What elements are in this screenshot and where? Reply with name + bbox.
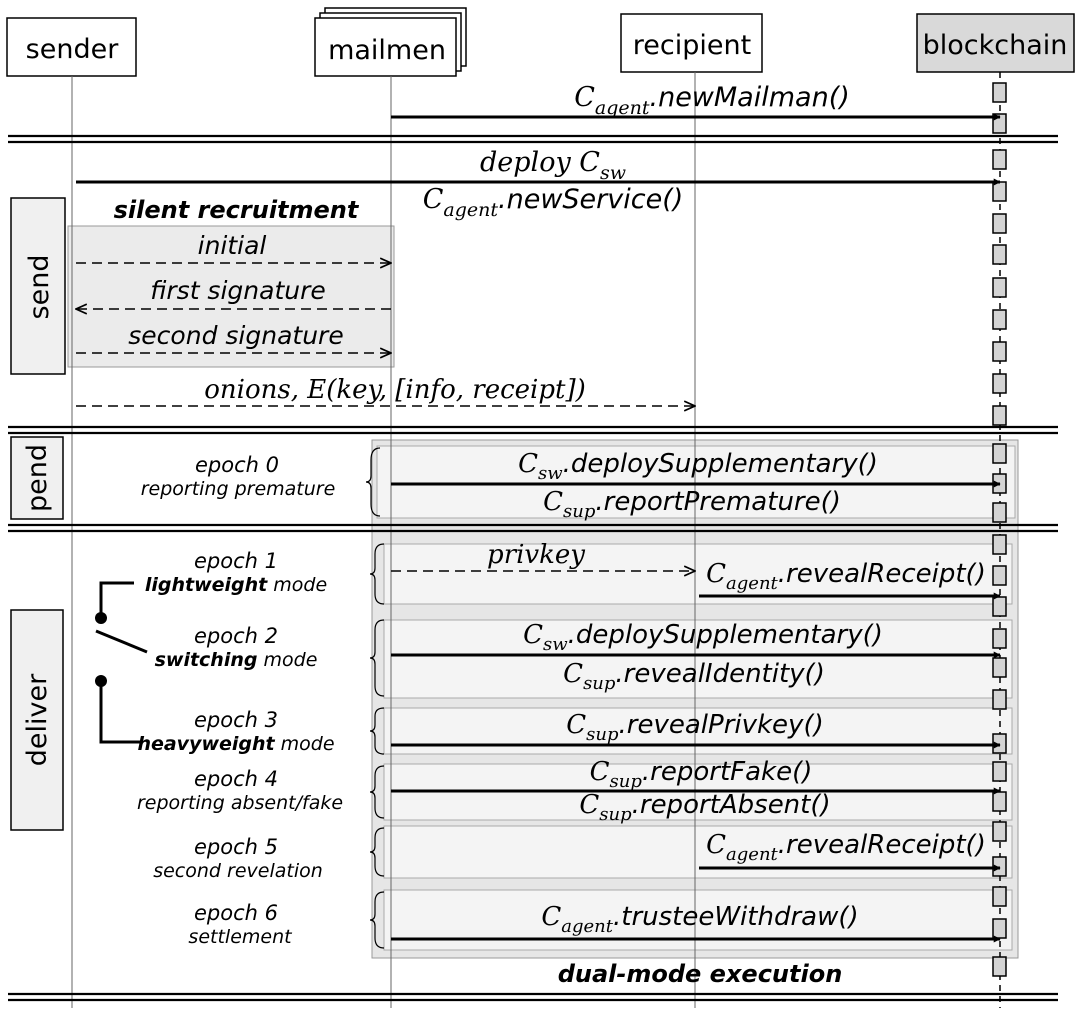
epoch0-label: epoch 0 reporting premature (141, 453, 336, 500)
svg-text:recipient: recipient (633, 30, 751, 61)
actor-sender: sender (6, 17, 137, 77)
label-second-signature: second signature (128, 321, 343, 350)
label-deploy-cs: deploy Csw (480, 147, 626, 184)
epoch2-box (383, 619, 1013, 699)
svg-text:reporting absent/fake: reporting absent/fake (137, 792, 343, 814)
epoch2-label: epoch 2 switching mode (155, 624, 318, 671)
svg-text:switching mode: switching mode (155, 649, 318, 671)
actor-blockchain: blockchain (916, 13, 1075, 73)
epoch-braces (365, 447, 385, 949)
blockchain-activation-box (992, 213, 1007, 234)
blockchain-activation-box (992, 405, 1007, 426)
blockchain-activation-box (992, 244, 1007, 265)
epoch3-label: epoch 3 heavyweight mode (137, 708, 334, 755)
label-onions: onions, E(key, [info, receipt]) (204, 375, 585, 405)
blockchain-activation-box (992, 534, 1007, 555)
svg-text:epoch 0: epoch 0 (195, 453, 279, 477)
phase-pend: pend (10, 436, 64, 520)
label-epoch2-identity: Csup.revealIdentity() (563, 659, 825, 694)
blockchain-activation-box (992, 628, 1007, 649)
svg-text:epoch 6: epoch 6 (194, 901, 278, 925)
epoch6-label: epoch 6 settlement (188, 901, 293, 948)
lifelines (71, 72, 696, 1008)
blockchain-activation-box (992, 149, 1007, 170)
svg-text:send: send (24, 255, 55, 320)
blockchain-activation-box (992, 565, 1007, 586)
blockchain-activation-box (992, 761, 1007, 782)
blockchain-activation-box (992, 277, 1007, 298)
blockchain-activation-box (992, 596, 1007, 617)
svg-text:blockchain: blockchain (923, 30, 1068, 61)
label-initial: initial (198, 231, 267, 260)
svg-text:lightweight mode: lightweight mode (145, 574, 327, 596)
blockchain-activation-box (992, 443, 1007, 464)
label-privkey: privkey (487, 540, 585, 570)
message-arrows (76, 113, 1001, 943)
svg-text:deliver: deliver (22, 673, 53, 766)
label-epoch5-reveal: Cagent.revealReceipt() (706, 830, 986, 865)
actor-mailmen: mailmen (314, 7, 467, 77)
blockchain-activation-box (992, 886, 1007, 907)
blockchain-activation-box (992, 309, 1007, 330)
svg-text:reporting premature: reporting premature (141, 478, 336, 500)
epoch1-label: epoch 1 lightweight mode (145, 549, 327, 596)
svg-text:pend: pend (22, 444, 53, 512)
blockchain-activation-box (992, 373, 1007, 394)
blockchain-activation-box (992, 181, 1007, 202)
svg-text:epoch 1: epoch 1 (194, 549, 278, 573)
actor-recipient: recipient (620, 13, 763, 73)
label-epoch2-deploy: Csw.deploySupplementary() (523, 620, 883, 655)
svg-text:heavyweight mode: heavyweight mode (137, 733, 334, 755)
label-epoch0-report: Csup.reportPremature() (543, 487, 841, 522)
blockchain-activation-box (992, 791, 1007, 812)
svg-text:epoch 4: epoch 4 (194, 767, 278, 791)
label-dual-mode: dual-mode execution (558, 960, 843, 988)
blockchain-activation-box (992, 821, 1007, 842)
blockchain-activation-box (992, 918, 1007, 939)
label-epoch3-privkey: Csup.revealPrivkey() (566, 710, 823, 745)
svg-text:epoch 3: epoch 3 (194, 708, 278, 732)
label-new-service: Cagent.newService() (423, 184, 684, 221)
epoch1-box (383, 543, 1013, 605)
svg-text:sender: sender (26, 34, 120, 65)
phase-separators (8, 134, 1058, 1002)
mode-switch-icon (95, 581, 148, 744)
svg-text:settlement: settlement (188, 926, 293, 948)
blockchain-activation-box (992, 689, 1007, 710)
label-epoch4-fake: Csup.reportFake() (590, 757, 813, 792)
blockchain-activation-box (992, 502, 1007, 523)
svg-text:mailmen: mailmen (328, 35, 446, 66)
blockchain-activation-box (992, 82, 1007, 103)
phase-deliver: deliver (10, 609, 64, 831)
epoch5-label: epoch 5 second revelation (153, 835, 323, 882)
svg-text:epoch 5: epoch 5 (194, 835, 278, 859)
svg-text:epoch 2: epoch 2 (194, 624, 278, 648)
svg-text:second revelation: second revelation (153, 860, 323, 882)
label-first-signature: first signature (150, 276, 326, 305)
label-epoch1-reveal: Cagent.revealReceipt() (706, 559, 986, 594)
epoch0-box (376, 445, 1016, 519)
blockchain-activation-box (992, 657, 1007, 678)
blockchain-activation-box (992, 341, 1007, 362)
phase-send: send (10, 197, 66, 375)
label-silent-recruitment: silent recruitment (114, 196, 360, 224)
label-epoch0-deploy: Csw.deploySupplementary() (518, 449, 878, 484)
label-new-mailman: Cagent.newMailman() (574, 82, 850, 119)
epoch4-label: epoch 4 reporting absent/fake (137, 767, 343, 814)
blockchain-activation-box (992, 956, 1007, 977)
label-epoch6-withdraw: Cagent.trusteeWithdraw() (541, 902, 858, 937)
label-epoch4-absent: Csup.reportAbsent() (579, 790, 830, 825)
silent-recruitment-group (67, 225, 395, 368)
